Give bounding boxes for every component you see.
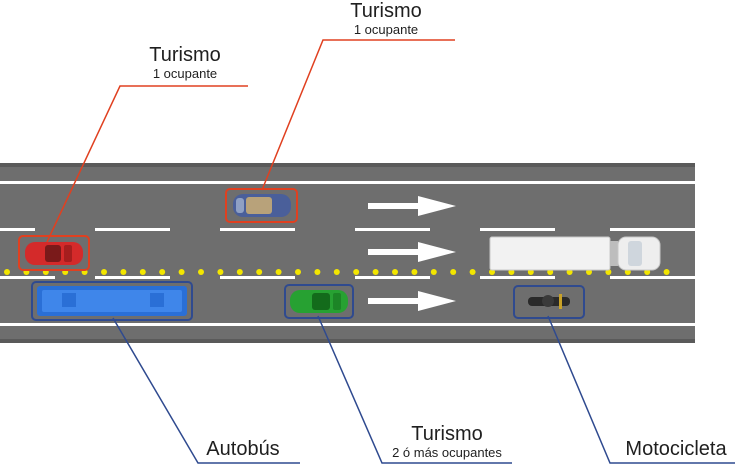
hov-dot: [353, 269, 360, 275]
callout-line: [46, 85, 248, 243]
hov-dot: [295, 269, 301, 275]
hov-dot: [120, 269, 127, 275]
callout-line: [261, 39, 455, 191]
label-title: Autobús: [206, 438, 280, 460]
hov-dot: [101, 269, 107, 275]
hov-dot: [314, 269, 321, 275]
label-title: Turismo: [149, 44, 221, 66]
hov-dot: [217, 269, 224, 275]
car-icon: [225, 188, 298, 223]
callout-line: [317, 315, 512, 464]
hov-dot: [450, 269, 457, 275]
road-bottom-edge: [0, 339, 695, 343]
label-subtitle: 1 ocupante: [353, 22, 419, 37]
car-icon: [18, 235, 90, 271]
hov-dot: [411, 269, 418, 275]
hov-dot: [392, 269, 398, 275]
hov-dot: [663, 269, 670, 275]
callout-line: [112, 317, 300, 464]
hov-dot: [4, 269, 10, 275]
hov-dot: [469, 269, 476, 275]
label-subtitle: 2 ó más ocupantes: [392, 445, 502, 460]
hov-dot: [275, 269, 282, 275]
hov-dot: [430, 269, 437, 275]
label-single-occupant-left: Turismo 1 ocupante: [142, 44, 228, 82]
hov-dot: [372, 269, 379, 275]
hov-dot: [236, 269, 243, 275]
label-subtitle: 1 ocupante: [152, 66, 218, 81]
road-top-edge: [0, 163, 695, 167]
bus-icon: [31, 281, 193, 321]
hov-dot: [139, 269, 146, 275]
hov-dot: [256, 269, 263, 275]
label-bus: Autobús: [198, 438, 288, 461]
motorcycle-icon: [513, 285, 585, 319]
label-multi-occupant: Turismo 2 ó más ocupantes: [382, 423, 512, 461]
label-single-occupant-center: Turismo 1 ocupante: [343, 0, 429, 38]
direction-arrow-icon: [368, 291, 456, 311]
hov-dot: [333, 269, 340, 275]
direction-arrow-icon: [368, 196, 456, 216]
label-title: Motocicleta: [625, 438, 727, 460]
lane-markings: [0, 181, 695, 326]
hov-dot: [198, 269, 204, 275]
label-motorcycle: Motocicleta: [615, 438, 737, 461]
callout-line: [547, 315, 735, 464]
label-title: Turismo: [411, 423, 483, 445]
direction-arrow-icon: [368, 242, 456, 262]
hov-separator-dots: [4, 269, 670, 275]
label-title: Turismo: [350, 0, 422, 22]
hov-dot: [178, 269, 185, 275]
hov-dot: [159, 269, 166, 275]
truck-icon: [489, 236, 661, 271]
